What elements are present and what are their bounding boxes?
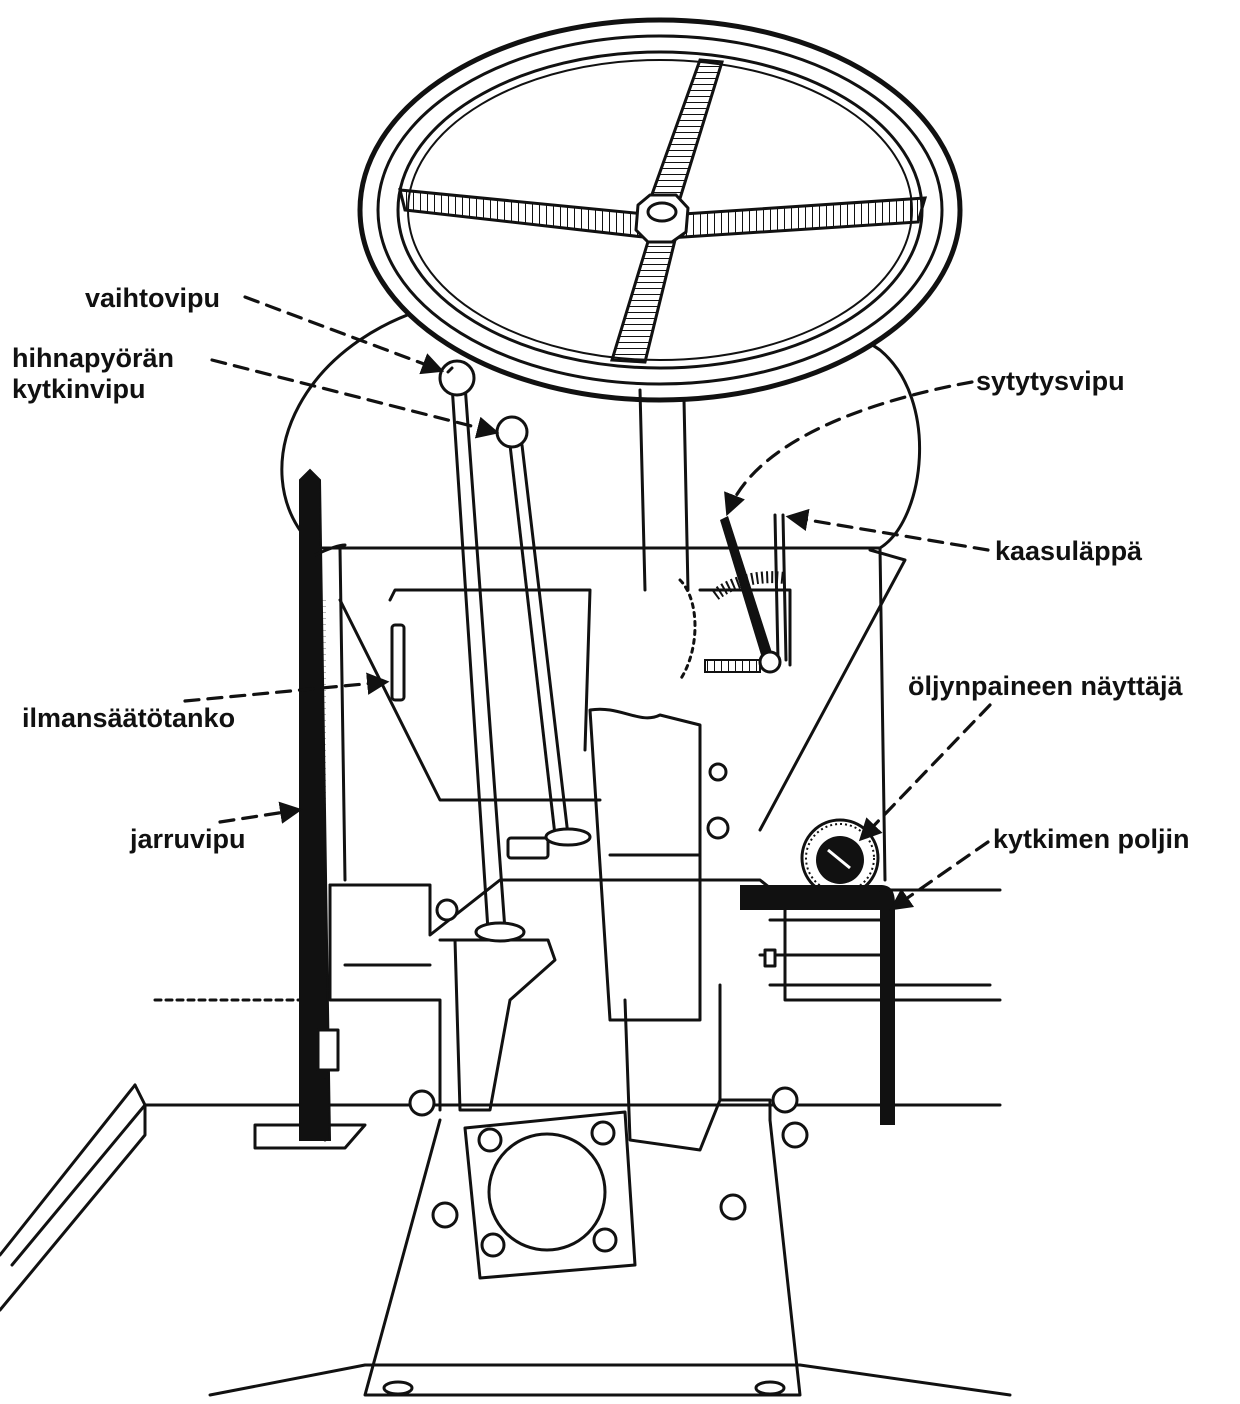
leader-kaasulappa [785,508,990,552]
label-text-oljynpaineen: öljynpaineen näyttäjä [908,671,1184,701]
ignition-lever [711,516,786,668]
label-text-vaihtovipu: vaihtovipu [85,283,220,313]
label-text-hihnapyoran: hihnapyörän [12,343,174,373]
gearbox-housing [153,762,1002,1229]
label-ilmansaatotanko: ilmansäätötanko [22,672,390,733]
leader-sytytysvipu [724,380,974,517]
leader-kytkimen-poljin [889,840,990,911]
label-sytytysvipu: sytytysvipu [724,366,1125,517]
label-text-jarruvipu: jarruvipu [129,824,246,854]
label-kytkimen-poljin: kytkimen poljin [889,824,1190,911]
leader-hihnapyoran [210,358,500,439]
label-oljynpaineen-nayttaja: öljynpaineen näyttäjä [858,671,1184,842]
label-text-ilmansaatotanko: ilmansäätötanko [22,703,235,733]
air-control-rod [390,623,406,702]
label-text-sytytysvipu: sytytysvipu [976,366,1125,396]
floor-platform [0,1083,1012,1397]
label-kaasulappa: kaasuläppä [785,508,1143,566]
dash-panel [338,548,907,1022]
label-text-kaasulappa: kaasuläppä [995,536,1143,566]
throttle-lever [704,513,788,674]
leader-ilmansaatotanko [183,672,390,703]
oil-pressure-gauge [800,818,880,898]
label-hihnapyoran-kytkinvipu: hihnapyörän kytkinvipu [12,343,500,439]
belt-pulley-clutch-lever [495,415,592,847]
leader-jarruvipu [218,801,303,824]
rear-flange [463,998,722,1280]
label-text-kytkinvipu: kytkinvipu [12,374,146,404]
label-jarruvipu: jarruvipu [129,801,303,854]
leader-vaihtovipu [243,295,445,375]
label-text-kytkimen-poljin: kytkimen poljin [993,824,1190,854]
gear-lever [438,359,526,943]
brake-lever [299,468,347,1142]
steering-column [638,388,690,592]
leader-oljynpaineen [858,703,992,842]
steering-wheel [357,17,963,403]
label-vaihtovipu: vaihtovipu [85,283,445,375]
